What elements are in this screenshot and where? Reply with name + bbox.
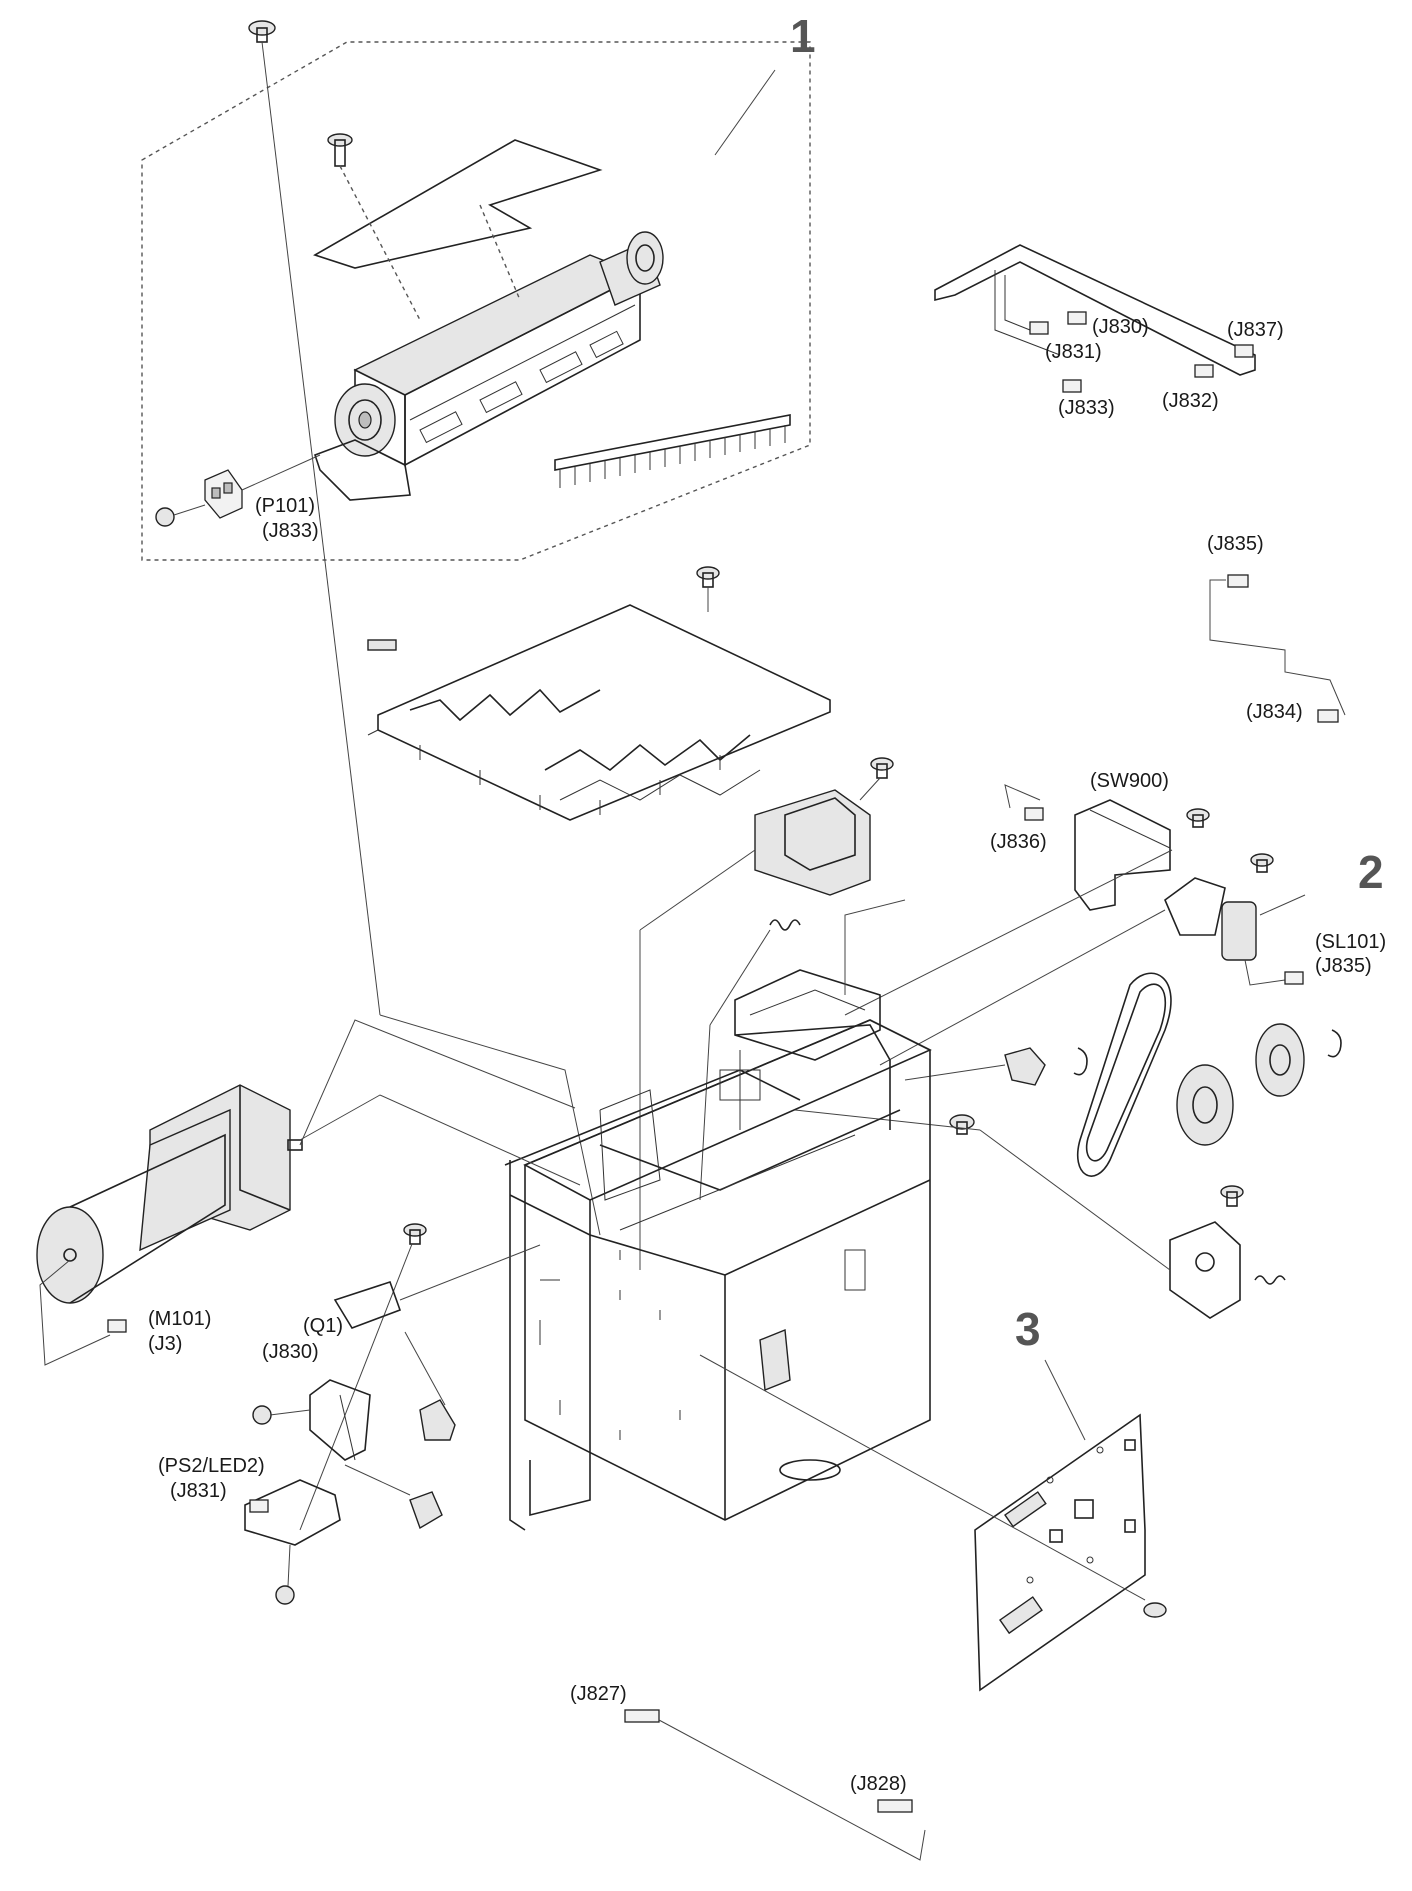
duct-holder — [639, 757, 894, 1270]
fuser-left-gear — [334, 383, 396, 457]
label-j836: (J836) — [990, 831, 1047, 853]
cable-j835-j834 — [1209, 574, 1346, 723]
label-j827: (J827) — [570, 1683, 627, 1705]
label-j837: (J837) — [1227, 319, 1284, 341]
label-j835-cable: (J835) — [1207, 533, 1264, 555]
sensor-ps2-led2-board — [244, 1479, 341, 1546]
small-cam-part — [904, 1047, 1046, 1086]
connector-j831-sensor — [249, 1499, 269, 1513]
connector-j836 — [1024, 807, 1044, 821]
label-m101: (M101) — [148, 1308, 211, 1330]
callout-1: 1 — [790, 10, 816, 62]
fuser-right-bearing — [599, 231, 664, 306]
callout-2: 2 — [1358, 846, 1384, 898]
drive-belt-and-pulleys — [1073, 972, 1342, 1177]
top-left-screw — [248, 20, 601, 1236]
screw-mid — [949, 1114, 975, 1135]
label-ps2-led2: (PS2/LED2) — [158, 1455, 265, 1477]
label-j831-harness: (J831) — [1045, 341, 1102, 363]
screw-left — [252, 1405, 272, 1425]
label-j835-solenoid: (J835) — [1315, 955, 1372, 977]
label-j3: (J3) — [148, 1333, 182, 1355]
connector-j837-harness — [1234, 344, 1254, 358]
label-sl101: (SL101) — [1315, 931, 1386, 953]
label-j833-fuser: (J833) — [262, 520, 319, 542]
callout-3-leader — [1044, 1359, 1086, 1441]
solenoid-sl101 — [879, 853, 1304, 1066]
separator-comb — [554, 414, 791, 488]
fuser-body — [353, 254, 642, 467]
connector-j833-harness — [1062, 379, 1082, 393]
connector-j3 — [107, 1319, 127, 1333]
motor-m101 — [36, 1019, 581, 1366]
screw-bottom — [275, 1585, 295, 1605]
paper-guide — [367, 566, 831, 821]
fuser-cover-sheet — [313, 139, 603, 269]
connector-j830-harness — [1067, 311, 1087, 325]
upper-right-harness — [934, 244, 1256, 393]
sensor-holder-lower — [409, 1491, 443, 1530]
connector-j835-solenoid — [1284, 971, 1304, 985]
fuser-screw — [327, 133, 421, 321]
label-p101: (P101) — [255, 495, 315, 517]
label-q1: (Q1) — [303, 1315, 343, 1337]
sensor-q1-assembly — [244, 1223, 541, 1605]
sensor-holder-upper — [419, 1399, 456, 1441]
label-j834: (J834) — [1246, 701, 1303, 723]
label-j828: (J828) — [850, 1773, 907, 1795]
connector-j832-harness — [1194, 364, 1214, 378]
controller-pcb — [699, 1354, 1167, 1692]
sensor-q1-board — [333, 1280, 402, 1329]
cable-j827-j828 — [624, 1709, 926, 1861]
cover-lead-dashed — [479, 204, 521, 301]
connector-j828 — [877, 1799, 913, 1813]
main-frame — [504, 899, 932, 1531]
connector-j827 — [624, 1709, 660, 1723]
label-j831-sensor: (J831) — [170, 1480, 227, 1502]
fuser-base-bracket — [313, 439, 411, 501]
connector-j834-cable — [1317, 709, 1339, 723]
callout-1-leader — [714, 69, 776, 156]
connector-j831-harness — [1029, 321, 1049, 335]
callout-2-leader — [1259, 894, 1306, 916]
bracket-right-lower — [794, 1109, 1286, 1319]
connector-p101 — [155, 454, 321, 527]
label-j830-harness: (J830) — [1092, 316, 1149, 338]
callout-3: 3 — [1015, 1303, 1041, 1355]
assembly-1-boundary — [141, 41, 811, 561]
label-j833-harness: (J833) — [1058, 397, 1115, 419]
connector-j835-cable — [1227, 574, 1249, 588]
label-sw900: (SW900) — [1090, 770, 1169, 792]
switch-sw900 — [844, 784, 1210, 1016]
spring-small — [699, 919, 801, 1201]
assembly-1-fuser-group: (P101) (J833) 1 — [141, 10, 816, 561]
label-j832: (J832) — [1162, 390, 1219, 412]
label-j830-sensor: (J830) — [262, 1341, 319, 1363]
